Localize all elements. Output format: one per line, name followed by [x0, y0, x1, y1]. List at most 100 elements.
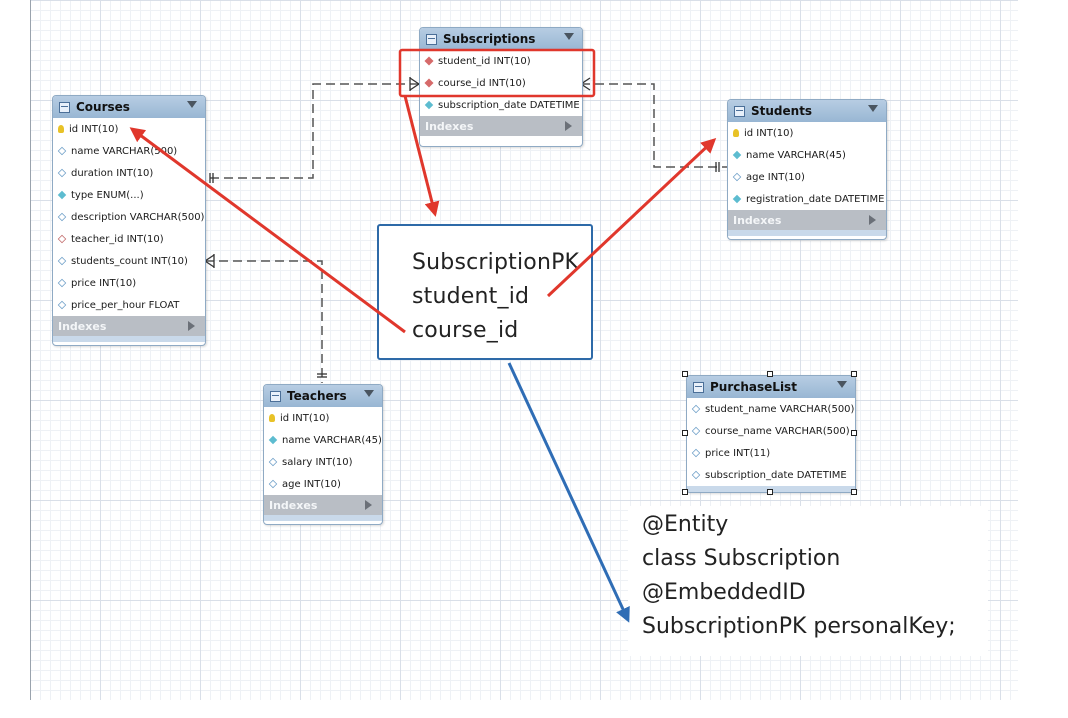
column-label: registration_date DATETIME [746, 193, 885, 205]
primary-key-icon [269, 414, 275, 422]
column-row[interactable]: salary INT(10) [264, 451, 382, 473]
table-footer [728, 230, 886, 236]
column-row[interactable]: age INT(10) [728, 166, 886, 188]
table-title: Subscriptions [443, 32, 536, 46]
foreign-key-icon [424, 56, 434, 66]
column-icon [732, 150, 742, 160]
column-icon [424, 100, 434, 110]
column-label: name VARCHAR(45) [282, 434, 382, 446]
resize-handle[interactable] [851, 371, 857, 377]
column-icon [57, 190, 67, 200]
table-title: Courses [76, 100, 130, 114]
resize-handle[interactable] [682, 430, 688, 436]
column-row[interactable]: description VARCHAR(500) [53, 206, 205, 228]
column-label: name VARCHAR(500) [71, 145, 178, 157]
code-note: @Entity class Subscription @EmbeddedID S… [628, 506, 988, 656]
table-header[interactable]: Subscriptions [420, 28, 582, 50]
pk-class-name: SubscriptionPK [412, 250, 580, 275]
column-label: id INT(10) [280, 412, 330, 424]
column-row[interactable]: name VARCHAR(500) [53, 140, 205, 162]
column-row[interactable]: price INT(11) [687, 442, 855, 464]
table-students[interactable]: Students id INT(10) name VARCHAR(45) age… [727, 99, 887, 240]
resize-handle[interactable] [682, 489, 688, 495]
resize-handle[interactable] [851, 430, 857, 436]
column-label: teacher_id INT(10) [71, 233, 164, 245]
collapse-arrow-icon[interactable] [564, 33, 574, 40]
table-courses[interactable]: Courses id INT(10) name VARCHAR(500) dur… [52, 95, 206, 346]
resize-handle[interactable] [767, 489, 773, 495]
column-row[interactable]: student_name VARCHAR(500) [687, 398, 855, 420]
table-footer [53, 336, 205, 342]
column-row[interactable]: students_count INT(10) [53, 250, 205, 272]
table-header[interactable]: Students [728, 100, 886, 122]
collapse-arrow-icon[interactable] [187, 101, 197, 108]
column-row[interactable]: name VARCHAR(45) [728, 144, 886, 166]
expand-arrow-icon[interactable] [869, 215, 876, 225]
column-label: students_count INT(10) [71, 255, 188, 267]
column-icon [691, 426, 701, 436]
collapse-arrow-icon[interactable] [868, 105, 878, 112]
column-icon [57, 300, 67, 310]
table-purchaselist[interactable]: PurchaseList student_name VARCHAR(500) c… [686, 375, 856, 493]
table-teachers[interactable]: Teachers id INT(10) name VARCHAR(45) sal… [263, 384, 383, 525]
column-row[interactable]: id INT(10) [53, 118, 205, 140]
expand-arrow-icon[interactable] [365, 500, 372, 510]
column-label: student_name VARCHAR(500) [705, 403, 855, 415]
column-label: description VARCHAR(500) [71, 211, 205, 223]
foreign-key-icon [424, 78, 434, 88]
column-label: price INT(10) [71, 277, 137, 289]
primary-key-icon [733, 129, 739, 137]
composite-key-box: SubscriptionPK student_id course_id [377, 224, 593, 360]
table-subscriptions[interactable]: Subscriptions student_id INT(10) course_… [419, 27, 583, 147]
expand-arrow-icon[interactable] [188, 321, 195, 331]
table-icon [426, 33, 437, 45]
table-header[interactable]: Courses [53, 96, 205, 118]
column-row[interactable]: subscription_date DATETIME [687, 464, 855, 486]
column-row[interactable]: id INT(10) [264, 407, 382, 429]
resize-handle[interactable] [682, 371, 688, 377]
column-label: course_id INT(10) [438, 77, 526, 89]
indexes-section[interactable]: Indexes [728, 210, 886, 230]
column-icon [691, 448, 701, 458]
column-row[interactable]: registration_date DATETIME [728, 188, 886, 210]
column-label: salary INT(10) [282, 456, 353, 468]
code-line-embeddedid: @EmbeddedID [642, 580, 806, 605]
column-row[interactable]: name VARCHAR(45) [264, 429, 382, 451]
resize-handle[interactable] [851, 489, 857, 495]
column-row[interactable]: id INT(10) [728, 122, 886, 144]
pk-field-course-id: course_id [412, 318, 519, 343]
resize-handle[interactable] [767, 371, 773, 377]
column-row[interactable]: subscription_date DATETIME [420, 94, 582, 116]
table-header[interactable]: Teachers [264, 385, 382, 407]
indexes-section[interactable]: Indexes [420, 116, 582, 136]
indexes-label: Indexes [58, 319, 107, 333]
column-row[interactable]: duration INT(10) [53, 162, 205, 184]
collapse-arrow-icon[interactable] [837, 381, 847, 388]
column-row[interactable]: course_id INT(10) [420, 72, 582, 94]
column-row[interactable]: price_per_hour FLOAT [53, 294, 205, 316]
column-label: age INT(10) [746, 171, 805, 183]
column-row[interactable]: course_name VARCHAR(500) [687, 420, 855, 442]
table-title: Teachers [287, 389, 347, 403]
foreign-key-icon [57, 234, 67, 244]
indexes-section[interactable]: Indexes [264, 495, 382, 515]
canvas-border [30, 0, 31, 700]
collapse-arrow-icon[interactable] [364, 390, 374, 397]
column-row[interactable]: student_id INT(10) [420, 50, 582, 72]
column-row[interactable]: price INT(10) [53, 272, 205, 294]
expand-arrow-icon[interactable] [565, 121, 572, 131]
column-icon [57, 212, 67, 222]
column-icon [57, 278, 67, 288]
column-label: name VARCHAR(45) [746, 149, 846, 161]
column-row[interactable]: teacher_id INT(10) [53, 228, 205, 250]
column-icon [732, 194, 742, 204]
column-row[interactable]: type ENUM(...) [53, 184, 205, 206]
code-line-class: class Subscription [642, 546, 841, 571]
column-icon [268, 479, 278, 489]
pk-field-student-id: student_id [412, 284, 530, 309]
rel-subscriptions-courses [205, 83, 419, 179]
indexes-section[interactable]: Indexes [53, 316, 205, 336]
table-header[interactable]: PurchaseList [687, 376, 855, 398]
column-row[interactable]: age INT(10) [264, 473, 382, 495]
column-icon [57, 256, 67, 266]
